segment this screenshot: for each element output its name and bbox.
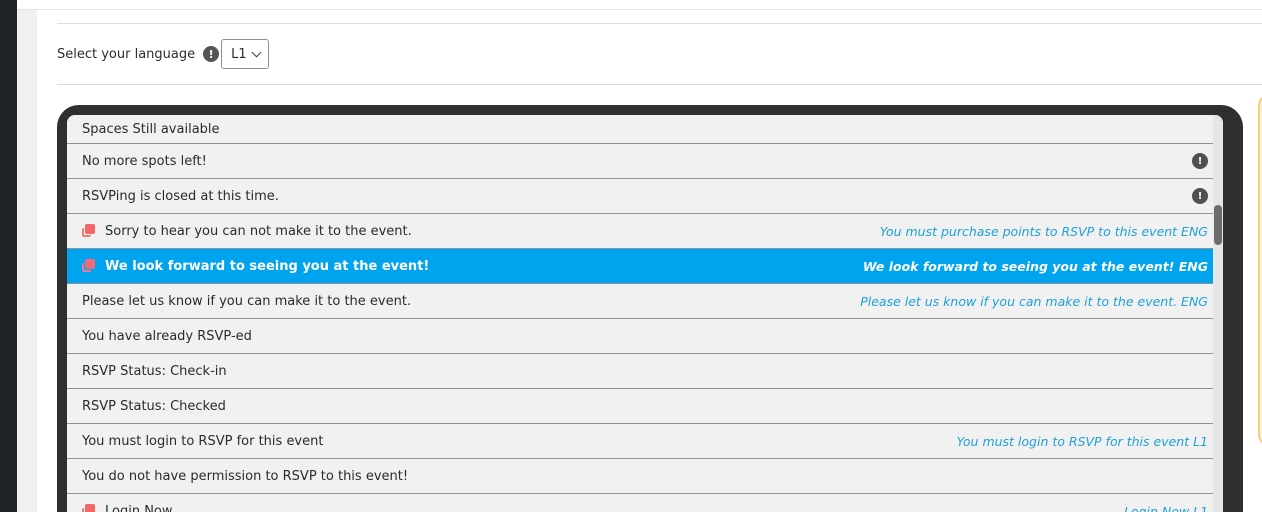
- message-row[interactable]: RSVPing is closed at this time. !: [67, 179, 1223, 214]
- message-label: We look forward to seeing you at the eve…: [105, 258, 430, 274]
- message-row[interactable]: You do not have permission to RSVP to th…: [67, 459, 1223, 494]
- message-row[interactable]: RSVP Status: Check-in: [67, 354, 1223, 389]
- divider: [57, 84, 1262, 85]
- scrollbar-track[interactable]: [1213, 115, 1223, 512]
- message-label: RSVP Status: Check-in: [82, 363, 227, 379]
- message-label: No more spots left!: [82, 153, 207, 169]
- divider: [57, 23, 1262, 24]
- message-row[interactable]: RSVP Status: Checked: [67, 389, 1223, 424]
- message-row[interactable]: No more spots left! !: [67, 144, 1223, 179]
- phone-preview-frame: Spaces Still available No more spots lef…: [57, 105, 1243, 512]
- message-translation: We look forward to seeing you at the eve…: [862, 258, 1208, 274]
- message-label: Please let us know if you can make it to…: [82, 293, 412, 309]
- message-row[interactable]: Login Now Login Now L1: [67, 494, 1223, 512]
- warning-icon[interactable]: !: [1192, 188, 1208, 204]
- duplicate-icon[interactable]: [82, 259, 96, 273]
- message-label: You do not have permission to RSVP to th…: [82, 468, 409, 484]
- message-label: Spaces Still available: [82, 121, 220, 137]
- admin-sidebar: [0, 0, 17, 512]
- chevron-down-icon: [251, 47, 262, 57]
- message-translation: Please let us know if you can make it to…: [860, 293, 1208, 309]
- message-row-selected[interactable]: We look forward to seeing you at the eve…: [67, 249, 1223, 284]
- language-select[interactable]: L1: [221, 39, 269, 69]
- message-row[interactable]: You have already RSVP-ed: [67, 319, 1223, 354]
- message-label: You must login to RSVP for this event: [82, 433, 324, 449]
- message-label: RSVP Status: Checked: [82, 398, 226, 414]
- top-strip: [17, 0, 1262, 10]
- warning-icon[interactable]: !: [1192, 153, 1208, 169]
- message-label: Sorry to hear you can not make it to the…: [105, 223, 412, 239]
- message-label: Login Now: [105, 503, 173, 512]
- message-translation: You must login to RSVP for this event L1: [956, 433, 1208, 449]
- message-label: You have already RSVP-ed: [82, 328, 252, 344]
- message-translation: Login Now L1: [1123, 503, 1208, 512]
- duplicate-icon[interactable]: [82, 504, 96, 512]
- duplicate-icon[interactable]: [82, 224, 96, 238]
- message-row[interactable]: Sorry to hear you can not make it to the…: [67, 214, 1223, 249]
- info-icon[interactable]: !: [203, 46, 220, 62]
- phone-preview-screen: Spaces Still available No more spots lef…: [67, 115, 1223, 512]
- message-translation: You must purchase points to RSVP to this…: [879, 223, 1208, 239]
- message-list: Spaces Still available No more spots lef…: [67, 115, 1223, 512]
- message-row[interactable]: Please let us know if you can make it to…: [67, 284, 1223, 319]
- message-label: RSVPing is closed at this time.: [82, 188, 279, 204]
- side-notice-card: [1258, 95, 1262, 445]
- message-row[interactable]: Spaces Still available: [67, 115, 1223, 144]
- left-gutter: [17, 10, 37, 512]
- scrollbar-thumb[interactable]: [1214, 205, 1222, 245]
- language-label: Select your language: [57, 46, 196, 62]
- language-selector-row: Select your language ! L1: [57, 39, 269, 69]
- message-row[interactable]: You must login to RSVP for this event Yo…: [67, 424, 1223, 459]
- settings-panel: Select your language ! L1 Spaces Still a…: [37, 11, 1262, 512]
- language-select-value: L1: [231, 46, 247, 62]
